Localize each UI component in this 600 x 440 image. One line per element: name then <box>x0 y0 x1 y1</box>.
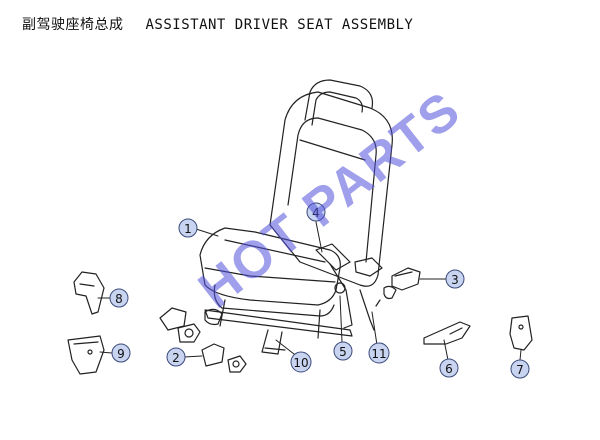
part-8-trim <box>73 271 105 315</box>
callout-6[interactable]: 6 <box>439 358 459 378</box>
svg-text:3: 3 <box>451 273 459 287</box>
svg-text:2: 2 <box>172 351 180 365</box>
part-7-cap <box>509 315 533 351</box>
callout-1[interactable]: 1 <box>178 218 198 238</box>
svg-text:1: 1 <box>184 222 192 236</box>
callout-11[interactable]: 11 <box>368 342 390 364</box>
leader-lines <box>97 221 522 361</box>
callout-2[interactable]: 2 <box>166 347 186 367</box>
callout-4[interactable]: 4 <box>306 202 326 222</box>
svg-text:9: 9 <box>117 347 125 361</box>
seat-back <box>269 79 393 287</box>
svg-text:10: 10 <box>293 356 308 370</box>
callout-10[interactable]: 10 <box>290 351 312 373</box>
title-chinese: 副驾驶座椅总成 <box>22 17 124 33</box>
part-cap-left <box>159 307 223 343</box>
callout-5[interactable]: 5 <box>333 341 353 361</box>
title-english: ASSISTANT DRIVER SEAT ASSEMBLY <box>145 17 414 33</box>
callout-3[interactable]: 3 <box>445 269 465 289</box>
svg-text:11: 11 <box>371 347 386 361</box>
part-9-trim <box>67 335 105 375</box>
recliner-mechanism <box>315 243 397 331</box>
svg-text:8: 8 <box>115 292 123 306</box>
callout-9[interactable]: 9 <box>111 343 131 363</box>
svg-text:6: 6 <box>445 362 453 376</box>
svg-text:4: 4 <box>312 206 320 220</box>
svg-text:5: 5 <box>339 345 347 359</box>
callout-8[interactable]: 8 <box>109 288 129 308</box>
callout-7[interactable]: 7 <box>510 359 530 379</box>
page-title: 副驾驶座椅总成 ASSISTANT DRIVER SEAT ASSEMBLY <box>22 14 413 34</box>
part-2-cap <box>201 343 247 373</box>
seat-cushion <box>199 227 341 317</box>
part-3-cover <box>391 267 421 291</box>
svg-text:7: 7 <box>516 363 524 377</box>
part-6-lever <box>423 321 471 345</box>
